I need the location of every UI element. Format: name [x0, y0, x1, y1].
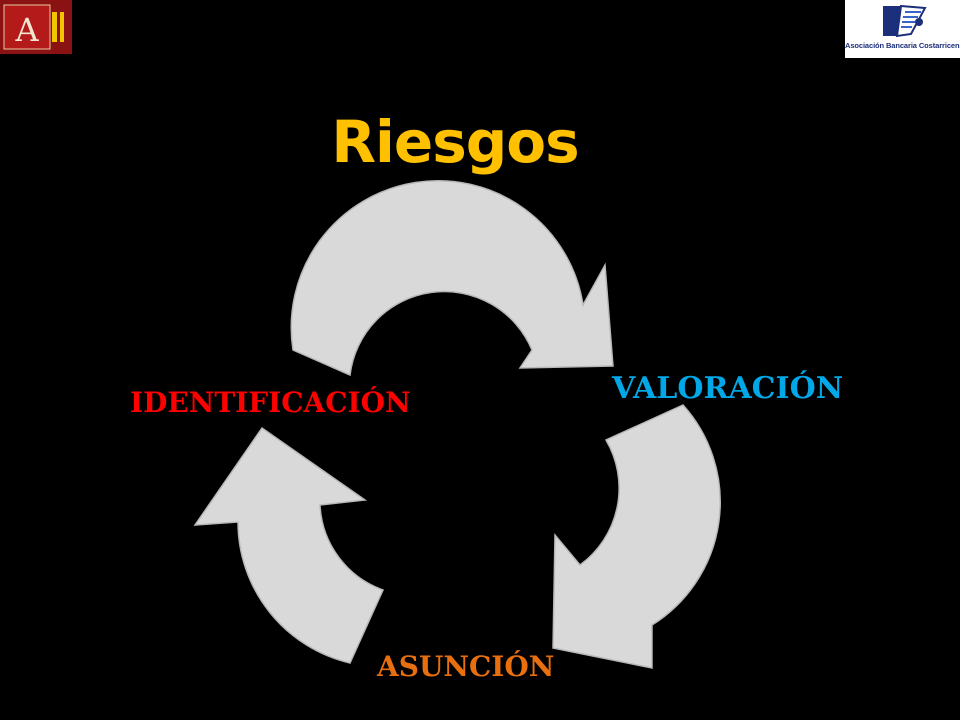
bank-association-logo: Asociación Bancaria Costarricense: [845, 0, 960, 58]
stage-label-valoracion: VALORACIÓN: [612, 371, 844, 406]
cycle-arrow-top: [290, 180, 614, 377]
academy-logo: A: [0, 0, 72, 54]
organization-name: Asociación Bancaria Costarricense: [845, 41, 960, 50]
cycle-arrow-right: [552, 404, 721, 669]
cycle-arrow-left: [193, 426, 385, 664]
stage-label-identificacion: IDENTIFICACIÓN: [130, 386, 411, 419]
logo-letter: A: [14, 11, 39, 49]
slide-title: Riesgos: [331, 108, 579, 176]
bank-association-logo-icon: [883, 4, 927, 38]
academy-a-logo-icon: A: [0, 0, 72, 54]
stage-label-asuncion: ASUNCIÓN: [377, 650, 555, 683]
